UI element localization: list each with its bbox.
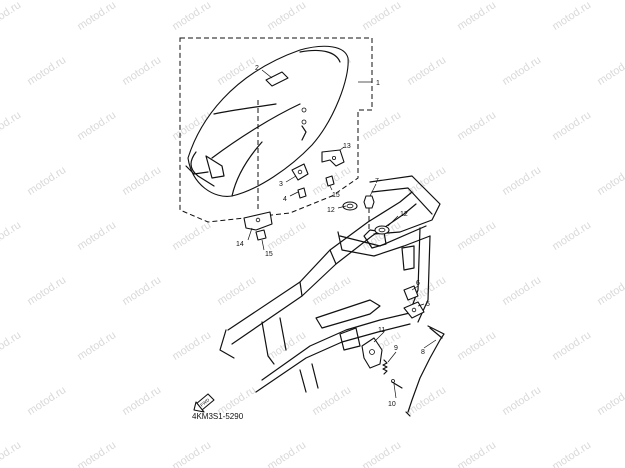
- callout-14: 14: [236, 241, 244, 248]
- front-arrow-icon: FWD: [193, 393, 215, 413]
- seat-lock-bracket: [321, 149, 345, 167]
- callout-12b: 12: [400, 211, 408, 218]
- spring-9: [382, 359, 388, 375]
- callout-6: 6: [416, 280, 420, 287]
- damper-12-left: [342, 201, 358, 211]
- seat-lock-cable: [407, 325, 445, 413]
- seat: [185, 45, 349, 197]
- callout-15a: 15: [265, 251, 273, 258]
- callout-11: 11: [378, 327, 385, 334]
- callout-12a: 12: [327, 207, 335, 214]
- seat-emblem: [265, 71, 289, 87]
- lock-lever-11: [361, 337, 383, 369]
- callout-7: 7: [375, 178, 379, 185]
- seat-bracket-rear: [243, 211, 273, 231]
- callout-3: 3: [279, 181, 283, 188]
- collar-15-left: [255, 229, 267, 241]
- seat-lock-6: [403, 285, 419, 301]
- pin-10: [391, 379, 403, 389]
- callout-15b: 15: [332, 192, 340, 199]
- callout-10: 10: [388, 401, 396, 408]
- callout-4: 4: [283, 196, 287, 203]
- collar-15-right: [325, 175, 335, 187]
- callout-9: 9: [394, 345, 398, 352]
- callout-1: 1: [376, 80, 380, 87]
- callout-2: 2: [255, 65, 259, 72]
- seat-bracket-front: [291, 163, 309, 181]
- callout-13: 13: [343, 143, 351, 150]
- callout-8: 8: [421, 349, 425, 356]
- nut-7: [363, 195, 375, 232]
- diagram-code: 4KM3S1-5290: [192, 412, 244, 421]
- rear-frame: [219, 175, 441, 393]
- screw-4: [297, 187, 307, 199]
- damper-12-right: [374, 225, 390, 235]
- leader-lines: [247, 69, 437, 399]
- callout-5: 5: [426, 301, 430, 308]
- front-badge-text: FWD: [199, 397, 211, 408]
- callout-labels: 1 2 3 4 5 6 7 8 9 10 11 12 12 13 14 15 1…: [236, 65, 430, 408]
- seat-assembly-boundary: [179, 37, 373, 223]
